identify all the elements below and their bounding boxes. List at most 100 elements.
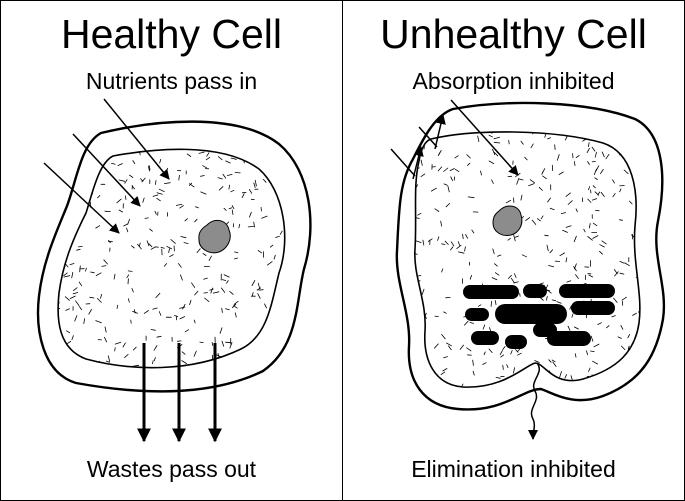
cytoplasm-stipple xyxy=(444,240,449,245)
cytoplasm-stipple xyxy=(573,161,576,167)
cytoplasm-stipple xyxy=(211,342,214,346)
cytoplasm-stipple xyxy=(546,289,552,294)
cytoplasm-stipple xyxy=(188,182,193,186)
cytoplasm-stipple xyxy=(447,185,450,193)
cytoplasm-stipple xyxy=(153,357,156,362)
cytoplasm-stipple xyxy=(545,295,548,301)
cytoplasm-stipple xyxy=(90,271,95,274)
cytoplasm-stipple xyxy=(163,263,168,267)
healthy-inner-membrane xyxy=(57,148,286,369)
cytoplasm-stipple xyxy=(219,327,223,334)
cytoplasm-stipple xyxy=(619,188,622,193)
cytoplasm-stipple xyxy=(223,274,230,278)
cytoplasm-stipple xyxy=(423,143,425,150)
cytoplasm-stipple xyxy=(97,297,102,303)
cytoplasm-stipple xyxy=(169,254,174,258)
cytoplasm-stipple xyxy=(494,300,497,306)
cytoplasm-stipple xyxy=(446,342,452,347)
cytoplasm-stipple xyxy=(508,274,512,279)
cytoplasm-stipple xyxy=(494,263,498,267)
cytoplasm-stipple xyxy=(269,244,274,248)
cytoplasm-stipple xyxy=(118,179,125,182)
cytoplasm-stipple xyxy=(540,215,544,220)
cytoplasm-stipple xyxy=(193,350,197,357)
cytoplasm-stipple xyxy=(158,188,165,193)
cytoplasm-stipple xyxy=(286,345,290,348)
cytoplasm-stipple xyxy=(417,212,422,216)
cytoplasm-stipple xyxy=(179,205,184,209)
cytoplasm-stipple xyxy=(493,136,501,140)
cytoplasm-stipple xyxy=(591,198,598,201)
cytoplasm-stipple xyxy=(226,173,233,176)
cytoplasm-stipple xyxy=(480,170,482,176)
waste-deposit xyxy=(547,331,591,346)
cytoplasm-stipple xyxy=(180,236,187,239)
cytoplasm-stipple xyxy=(234,257,239,260)
cytoplasm-stipple xyxy=(560,212,567,215)
cytoplasm-stipple xyxy=(203,277,208,280)
unhealthy-cell-drawing xyxy=(390,99,666,440)
cytoplasm-stipple xyxy=(83,318,85,325)
nutrient-arrow-1 xyxy=(103,98,170,180)
cytoplasm-stipple xyxy=(108,239,111,244)
cytoplasm-stipple xyxy=(619,260,625,264)
cytoplasm-stipple xyxy=(459,344,464,350)
cytoplasm-stipple xyxy=(69,295,76,299)
cytoplasm-stipple xyxy=(184,218,188,222)
cytoplasm-stipple xyxy=(449,168,455,172)
cytoplasm-stipple xyxy=(152,194,159,197)
cytoplasm-stipple xyxy=(288,369,292,370)
cytoplasm-stipple xyxy=(592,235,599,239)
cytoplasm-stipple xyxy=(590,335,594,342)
cytoplasm-stipple xyxy=(114,347,116,352)
cytoplasm-stipple xyxy=(531,219,537,225)
absorption-arrow xyxy=(450,99,519,176)
cytoplasm-stipple xyxy=(228,207,233,210)
cytoplasm-stipple xyxy=(507,237,511,241)
cytoplasm-stipple xyxy=(464,320,469,326)
cytoplasm-stipple xyxy=(515,349,519,353)
cytoplasm-stipple xyxy=(194,290,199,296)
cytoplasm-stipple xyxy=(251,280,256,287)
cytoplasm-stipple xyxy=(69,263,75,266)
cytoplasm-stipple xyxy=(225,308,230,311)
cytoplasm-stipple xyxy=(492,148,496,156)
cytoplasm-stipple xyxy=(592,222,598,227)
cytoplasm-stipple xyxy=(234,251,239,254)
cytoplasm-stipple xyxy=(130,319,132,324)
cytoplasm-stipple xyxy=(183,242,189,244)
cytoplasm-stipple xyxy=(483,351,486,356)
cytoplasm-stipple xyxy=(67,163,72,166)
cytoplasm-stipple xyxy=(86,139,89,141)
cytoplasm-stipple xyxy=(133,309,136,314)
cytoplasm-stipple xyxy=(225,341,232,344)
cytoplasm-stipple xyxy=(567,200,573,205)
cytoplasm-stipple xyxy=(66,330,71,334)
healthy-nucleus xyxy=(198,219,231,254)
cytoplasm-stipple xyxy=(632,312,637,316)
cytoplasm-stipple xyxy=(448,345,452,351)
cytoplasm-stipple xyxy=(225,160,231,164)
cytoplasm-stipple xyxy=(173,315,179,317)
cytoplasm-stipple xyxy=(605,153,610,160)
cytoplasm-stipple xyxy=(434,343,439,349)
cytoplasm-stipple xyxy=(573,235,577,243)
cytoplasm-stipple xyxy=(123,223,129,227)
cytoplasm-stipple xyxy=(597,322,602,326)
blocked-arrow-2 xyxy=(418,126,438,148)
cytoplasm-stipple xyxy=(74,315,78,322)
cytoplasm-stipple xyxy=(198,151,205,154)
cytoplasm-stipple xyxy=(231,205,235,210)
cytoplasm-stipple xyxy=(130,245,135,249)
cytoplasm-stipple xyxy=(248,189,253,194)
cytoplasm-stipple xyxy=(168,248,170,254)
cytoplasm-stipple xyxy=(142,197,145,203)
cytoplasm-stipple xyxy=(116,198,122,204)
cytoplasm-stipple xyxy=(619,272,625,275)
cytoplasm-stipple xyxy=(73,287,78,292)
cytoplasm-stipple xyxy=(467,196,475,199)
cytoplasm-stipple xyxy=(273,254,276,260)
cytoplasm-stipple xyxy=(88,309,92,315)
cytoplasm-stipple xyxy=(68,173,72,178)
cytoplasm-stipple xyxy=(565,257,568,263)
